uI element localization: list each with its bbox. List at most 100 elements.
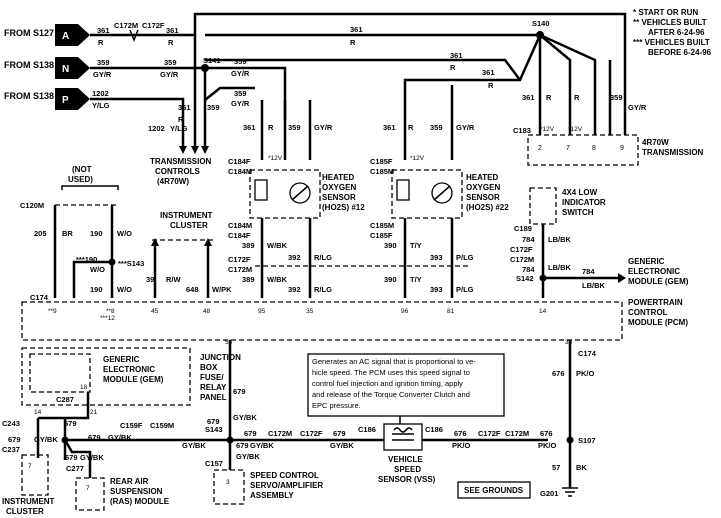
wire-label: W/O [90, 265, 105, 274]
connector-label: C186 [425, 425, 443, 434]
svg-text:C184F: C184F [228, 231, 251, 240]
wire-label: GY/BK [34, 435, 58, 444]
wire-label: R [488, 81, 494, 90]
wire-label: 784 [522, 235, 535, 244]
wire-label: P/LG [456, 285, 474, 294]
svg-text:and release of the Torque Conv: and release of the Torque Converter Clut… [312, 390, 470, 399]
wire-label: W/BK [267, 275, 288, 284]
wire-label: GY/R [231, 99, 250, 108]
see-grounds-box: SEE GROUNDS [457, 481, 531, 499]
wire-label: 359 [97, 58, 110, 67]
svg-text:(HO2S) #22: (HO2S) #22 [466, 203, 509, 212]
wire-label: 390 [384, 275, 397, 284]
svg-text:C120M: C120M [20, 201, 44, 210]
svg-text:SENSOR: SENSOR [466, 193, 500, 202]
svg-text:21: 21 [90, 409, 98, 416]
wire-label: GY/BK [182, 441, 206, 450]
wire-label: 361 [166, 26, 179, 35]
wire-label: 361 [350, 25, 363, 34]
wire-label: R/W [166, 275, 182, 284]
wire-label: 389 [242, 241, 255, 250]
svg-text:INDICATOR: INDICATOR [562, 198, 606, 207]
wire-label: 359 [430, 123, 443, 132]
svg-text:*12V: *12V [540, 126, 555, 133]
svg-text:N: N [62, 64, 69, 75]
svg-text:***12: ***12 [100, 315, 115, 322]
svg-text:C185M: C185M [370, 167, 394, 176]
svg-text:* START OR RUN: * START OR RUN [633, 8, 698, 17]
svg-text:MODULE (PCM): MODULE (PCM) [628, 318, 688, 327]
svg-text:95: 95 [258, 308, 266, 315]
svg-text:45: 45 [151, 308, 159, 315]
svg-text:96: 96 [401, 308, 409, 315]
svg-text:C184F: C184F [228, 157, 251, 166]
wire-label: 390 [384, 241, 397, 250]
svg-text:INSTRUMENT: INSTRUMENT [160, 211, 213, 220]
svg-text:P: P [62, 95, 69, 106]
svg-text:C185M: C185M [370, 221, 394, 230]
wire-label: GY/BK [250, 441, 274, 450]
wire-label: W/PK [212, 285, 232, 294]
wire-label: 359 [164, 58, 177, 67]
svg-text:ELECTRONIC: ELECTRONIC [103, 365, 155, 374]
not-used-block: (NOT USED) C120M [20, 165, 119, 298]
wire-label: 679 [236, 441, 249, 450]
wire-label: R [178, 115, 184, 124]
svg-text:2: 2 [538, 145, 542, 152]
svg-text:AFTER 6-24-96: AFTER 6-24-96 [648, 28, 705, 37]
wire-label: 361 [482, 68, 495, 77]
connector-label: C172M [268, 429, 292, 438]
svg-text:VEHICLE: VEHICLE [388, 455, 423, 464]
svg-text:EPC pressure.: EPC pressure. [312, 401, 361, 410]
svg-text:CONTROLS: CONTROLS [155, 167, 201, 176]
instrument-cluster-bottom: 7 INSTRUMENT CLUSTER [2, 454, 55, 516]
svg-text:(HO2S) #12: (HO2S) #12 [322, 203, 365, 212]
svg-text:ELECTRONIC: ELECTRONIC [628, 267, 680, 276]
wire-label: 392 [288, 285, 301, 294]
wire-label: 190 [90, 229, 103, 238]
svg-text:FUSE/: FUSE/ [200, 373, 224, 382]
svg-text:*12V: *12V [268, 155, 283, 162]
svg-text:GENERIC: GENERIC [628, 257, 665, 266]
wire-label: PK/O [452, 441, 471, 450]
wire-label: 359 [207, 103, 220, 112]
svg-text:CLUSTER: CLUSTER [170, 221, 208, 230]
wire-label: 679 [244, 429, 257, 438]
svg-text:4X4 LOW: 4X4 LOW [562, 188, 598, 197]
svg-text:*12V: *12V [568, 126, 583, 133]
wire-label: 648 [186, 285, 199, 294]
svg-text:C287: C287 [56, 395, 74, 404]
connector-label: C157 [205, 459, 223, 468]
wire-label: 679 [64, 419, 77, 428]
svg-text:8: 8 [592, 145, 596, 152]
wire-label: W/BK [267, 241, 288, 250]
svg-text:TRANSMISSION: TRANSMISSION [642, 148, 704, 157]
splice-s107: S107 [566, 436, 596, 445]
svg-text:7: 7 [28, 463, 32, 470]
wire-label: 676 [540, 429, 553, 438]
wire-label: R [98, 38, 104, 47]
wire-label: R [574, 93, 580, 102]
wire-label: 359 [234, 89, 247, 98]
svg-text:hicle speed. The PCM uses this: hicle speed. The PCM uses this speed sig… [312, 368, 470, 377]
wire-label: LB/BK [582, 281, 605, 290]
wire-label: 679 [207, 417, 220, 426]
gem-left-box: GENERIC ELECTRONIC MODULE (GEM) JUNCTION… [21, 347, 241, 416]
svg-text:** VEHICLES BUILT: ** VEHICLES BUILT [633, 18, 707, 27]
wire-label: R/LG [314, 253, 332, 262]
splice-s143-top: ***S143 [72, 258, 144, 298]
svg-text:14: 14 [34, 409, 42, 416]
connector-label: C172F [300, 429, 323, 438]
from-s138-label: FROM S138 [4, 60, 54, 70]
connector-label: C159M [150, 421, 174, 430]
wire-label: 679 [88, 433, 101, 442]
svg-text:**8: **8 [106, 308, 115, 315]
svg-text:HEATED: HEATED [322, 173, 355, 182]
connector-label: C174 [578, 349, 597, 358]
svg-text:(4R70W): (4R70W) [157, 177, 189, 186]
svg-text:14: 14 [539, 308, 547, 315]
input-pin-a: A [55, 24, 90, 46]
speed-control-servo: 3 SPEED CONTROL SERVO/AMPLIFIER ASSEMBLY [213, 469, 323, 505]
svg-text:JUNCTION: JUNCTION [200, 353, 241, 362]
svg-text:9: 9 [620, 145, 624, 152]
